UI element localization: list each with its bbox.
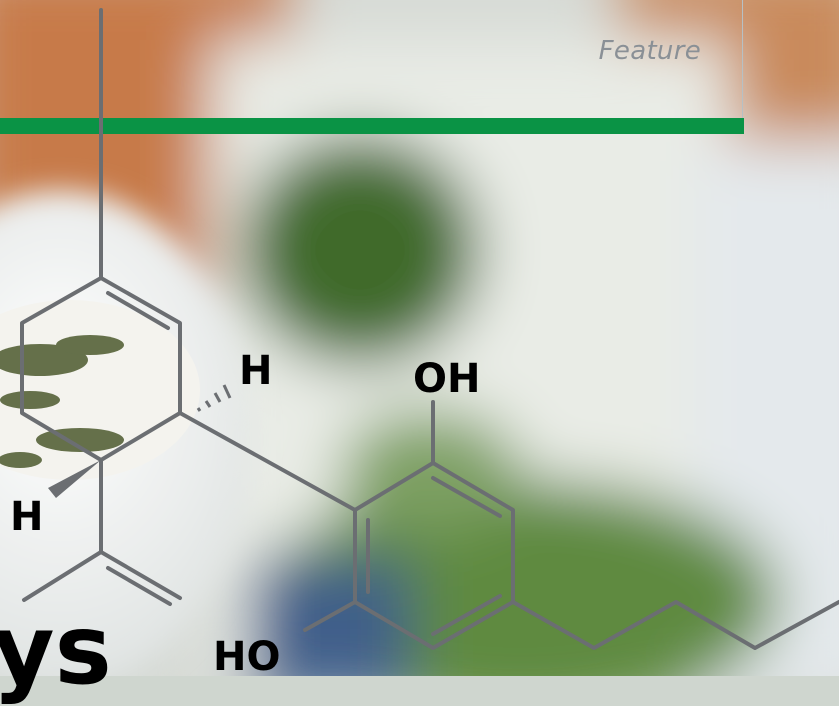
- section-label: Feature: [598, 36, 701, 66]
- atom-h-lower: H: [10, 494, 44, 540]
- hashed-wedge: [196, 384, 232, 412]
- header-divider: [742, 0, 743, 118]
- solid-wedge: [48, 460, 101, 498]
- atom-oh: OH: [413, 356, 481, 402]
- atom-h-upper: H: [239, 348, 273, 394]
- background-photo: [0, 0, 839, 676]
- molecule-diagram: [20, 8, 839, 650]
- atom-ho: HO: [213, 634, 281, 680]
- headline-fragment: ys: [0, 594, 112, 706]
- molecule-bonds: [20, 8, 839, 650]
- accent-bar: [0, 118, 744, 134]
